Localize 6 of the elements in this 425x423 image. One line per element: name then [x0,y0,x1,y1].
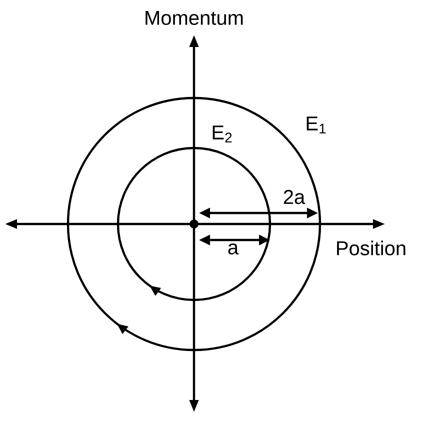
curve-label: E$_{2}$ [212,126,232,142]
axis-label: Position [337,240,406,256]
dimension-label: 2a [284,190,306,204]
axis-label: Momentum [146,11,243,25]
curve-label: E$_{1}$ [306,116,326,134]
dimension-label: a [228,244,239,254]
